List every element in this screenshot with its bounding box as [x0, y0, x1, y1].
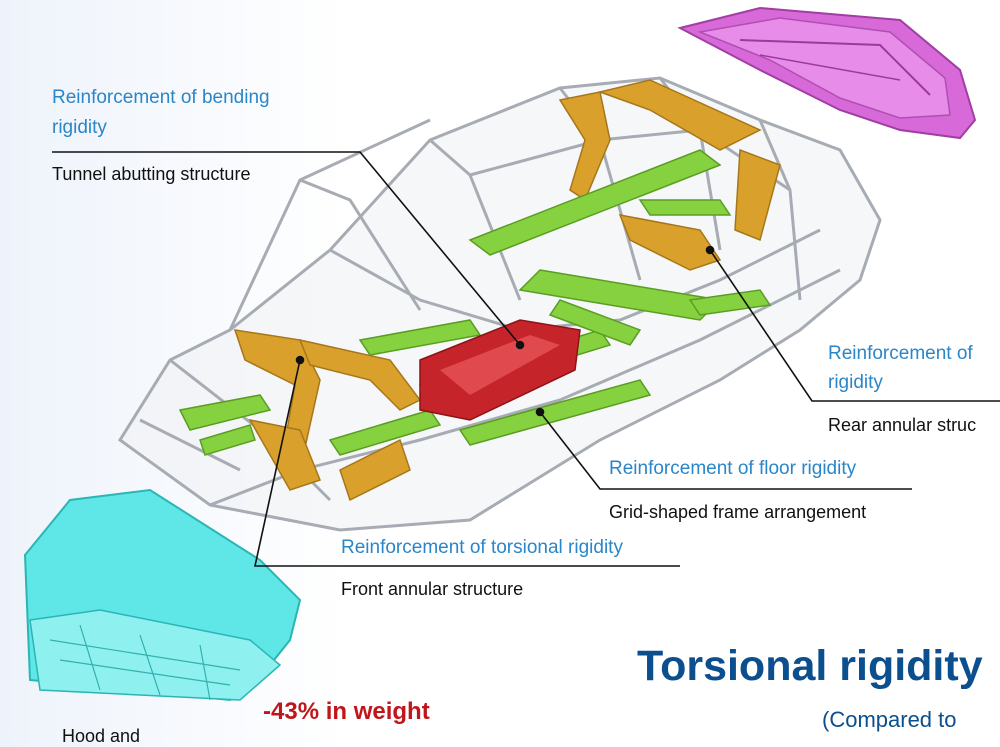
bending-rigidity-desc: Tunnel abutting structure: [52, 164, 251, 184]
weight-reduction-note: -43% in weight: [263, 698, 430, 725]
rear-rigidity-desc: Rear annular struc: [828, 415, 977, 435]
floor-rigidity-title: Reinforcement of floor rigidity: [609, 458, 857, 479]
red-tunnel-part: [419, 319, 581, 421]
torsional-rigidity-headline: Torsional rigidity: [637, 642, 983, 690]
torsional-rigidity-desc: Front annular structure: [341, 579, 524, 599]
bending-rigidity-title-line2: rigidity: [52, 117, 107, 138]
rear-rigidity-title-line2: rigidity: [828, 372, 883, 393]
trunk-lid-part: [677, 6, 977, 140]
hood-part: [23, 488, 302, 702]
compared-to-text: (Compared to: [822, 707, 957, 732]
floor-rigidity-desc: Grid-shaped frame arrangement: [609, 502, 867, 522]
bending-rigidity-title-line1: Reinforcement of bending: [52, 87, 270, 108]
hood-label: Hood and: [62, 726, 141, 746]
callout-leader-lines: [52, 151, 1000, 567]
rear-rigidity-title-line1: Reinforcement of: [828, 343, 973, 364]
torsional-rigidity-title: Reinforcement of torsional rigidity: [341, 537, 623, 558]
